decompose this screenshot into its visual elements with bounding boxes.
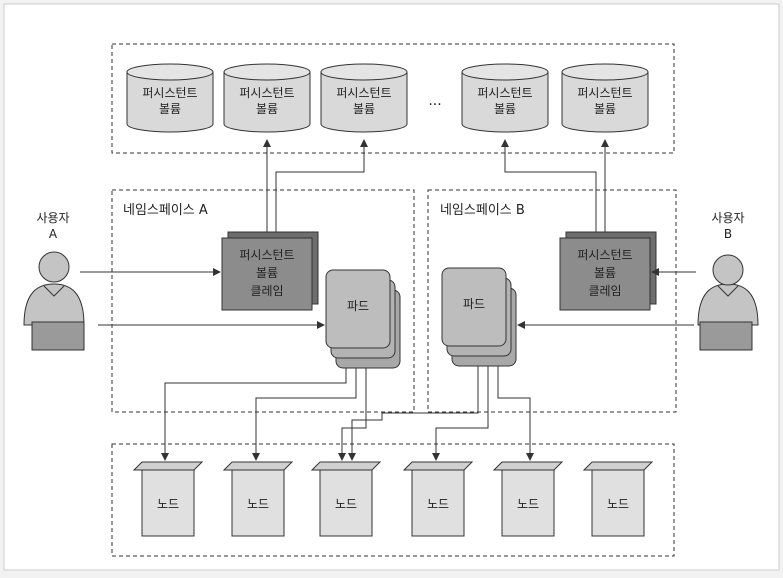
volume-label-line1: 퍼시스턴트 <box>477 86 532 100</box>
persistent-volume: 퍼시스턴트 볼륨 <box>461 63 549 133</box>
arrow-pod-to-node <box>432 366 489 461</box>
arrow-pod-to-node <box>252 368 357 461</box>
arrow-pod-to-node <box>161 368 347 461</box>
node: 노드 <box>222 461 294 537</box>
persistent-volume: 퍼시스턴트 볼륨 <box>561 63 649 133</box>
arrow-pod-to-node <box>338 368 367 461</box>
volume-ellipsis: ... <box>428 93 441 109</box>
volume-label-line1: 퍼시스턴트 <box>336 86 391 100</box>
volume-label-line1: 퍼시스턴트 <box>239 86 294 100</box>
claim-a-line2: 볼륨 <box>256 266 278 280</box>
node-label: 노드 <box>247 497 269 511</box>
user-b: 사용자 B <box>697 211 759 351</box>
user-a-line2: A <box>49 227 58 241</box>
volume-group-box <box>111 43 675 154</box>
arrow-claim-b-to-volume <box>501 139 597 232</box>
node: 노드 <box>582 461 654 537</box>
user-a-body-icon <box>23 283 85 326</box>
volume-label-line2: 볼륨 <box>353 102 375 116</box>
claim-b-line2: 볼륨 <box>594 266 616 280</box>
node-label: 노드 <box>335 497 357 511</box>
volume-label-line1: 퍼시스턴트 <box>577 86 632 100</box>
connectors <box>80 139 696 461</box>
user-a-head-icon <box>38 251 70 283</box>
node-label: 노드 <box>427 497 449 511</box>
user-b-line1: 사용자 <box>711 211 744 225</box>
pod-stack-b: 파드 <box>441 267 517 367</box>
node-label: 노드 <box>517 497 539 511</box>
pod-b-label: 파드 <box>463 297 485 311</box>
node: 노드 <box>132 461 204 537</box>
namespace-b-box <box>427 189 677 413</box>
volume-label-line2: 볼륨 <box>159 102 181 116</box>
user-b-collar-icon <box>717 285 739 297</box>
pod-a-label: 파드 <box>347 299 369 313</box>
claim-a-line3: 클레임 <box>250 284 283 298</box>
persistent-volume: 퍼시스턴트 볼륨 <box>126 63 214 133</box>
pod-stack-a: 파드 <box>325 269 401 369</box>
node: 노드 <box>492 461 564 537</box>
user-a-collar-icon <box>43 285 65 297</box>
node-group-box <box>111 443 675 557</box>
node: 노드 <box>402 461 474 537</box>
namespace-a-box <box>111 189 415 413</box>
node: 노드 <box>310 461 382 537</box>
persistent-volume: 퍼시스턴트 볼륨 <box>223 63 311 133</box>
user-a-line1: 사용자 <box>36 211 69 225</box>
laptop-icon <box>699 321 753 351</box>
laptop-icon <box>31 321 85 351</box>
node-label: 노드 <box>607 497 629 511</box>
volume-label-line1: 퍼시스턴트 <box>142 86 197 100</box>
user-b-head-icon <box>712 254 744 286</box>
arrow-pod-to-node <box>348 366 479 461</box>
claim-b-line3: 클레임 <box>588 284 621 298</box>
claim-b-line1: 퍼시스턴트 <box>577 248 632 262</box>
volume-label-line2: 볼륨 <box>256 102 278 116</box>
persistent-volume: 퍼시스턴트 볼륨 <box>320 63 408 133</box>
claim-a-line1: 퍼시스턴트 <box>239 248 294 262</box>
node-label: 노드 <box>157 497 179 511</box>
claim-a: 퍼시스턴트 볼륨 클레임 <box>221 231 319 311</box>
volume-label-line2: 볼륨 <box>494 102 516 116</box>
claim-b: 퍼시스턴트 볼륨 클레임 <box>559 231 657 311</box>
arrow-claim-a-to-volume <box>275 139 368 232</box>
namespace-a-title: 네임스페이스 A <box>123 203 208 218</box>
user-b-line2: B <box>724 227 732 241</box>
arrow-pod-to-node <box>497 366 534 461</box>
volume-label-line2: 볼륨 <box>594 102 616 116</box>
user-a: 사용자 A <box>23 211 85 351</box>
namespace-b-title: 네임스페이스 B <box>440 203 525 218</box>
